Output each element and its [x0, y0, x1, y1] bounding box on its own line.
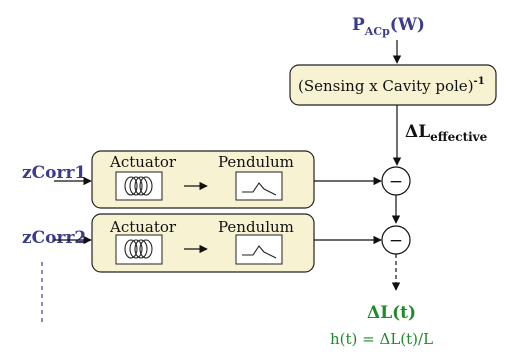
summing-junction-1-sign: − — [389, 172, 403, 192]
output-formula: h(t) = ΔL(t)/L — [330, 330, 433, 348]
pendulum-response-icon — [242, 182, 277, 196]
channel2-actuator-label: Actuator — [109, 218, 177, 236]
sensing-block — [289, 64, 497, 106]
zcorr2-label: zCorr2 — [22, 228, 86, 248]
channel1-pendulum-panel — [235, 171, 283, 201]
output-label: ΔL(t) — [367, 303, 416, 323]
coil-icon — [124, 176, 153, 196]
pendulum-response-icon — [242, 245, 277, 259]
zcorr1-label: zCorr1 — [22, 163, 86, 183]
input-power-label: PACp(W) — [352, 15, 425, 38]
channel2-pendulum-panel — [235, 234, 283, 265]
coil-icon — [124, 239, 153, 259]
channel2-actuator-panel — [115, 234, 163, 265]
channel1-pendulum-label: Pendulum — [218, 153, 294, 171]
channel1-actuator-label: Actuator — [109, 153, 177, 171]
channel1-actuator-panel — [115, 171, 163, 201]
channel2-pendulum-label: Pendulum — [218, 218, 294, 236]
sensing-block-label: (Sensing x Cavity pole)-1 — [298, 76, 485, 95]
delta-l-effective-label: ΔLeffective — [405, 122, 488, 144]
summing-junction-2-sign: − — [389, 231, 403, 251]
